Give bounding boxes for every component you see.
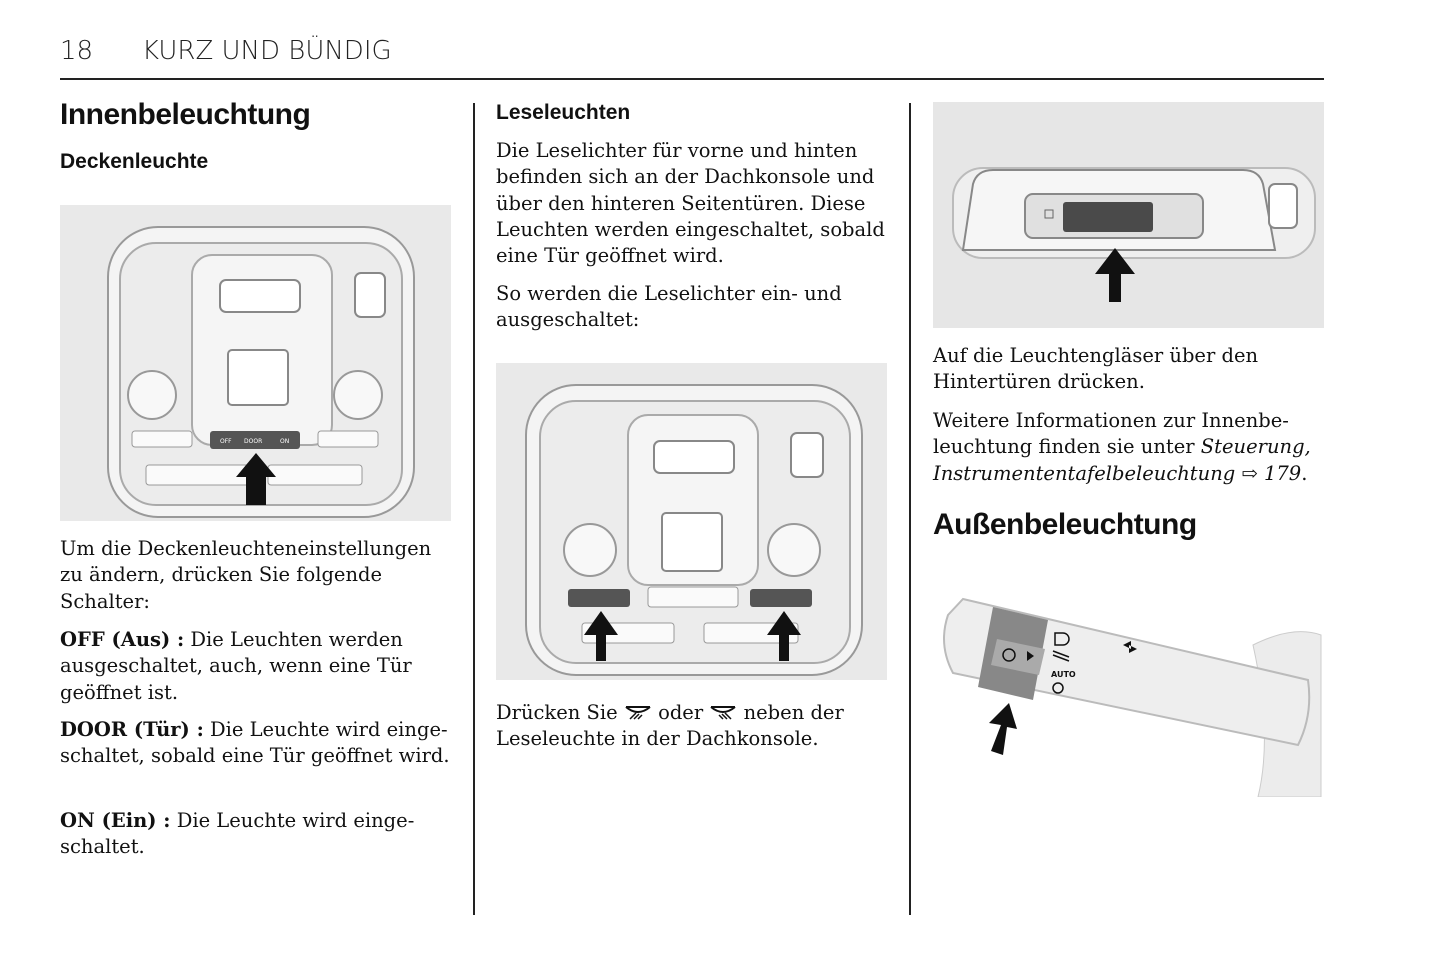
term: OFF (Aus) : <box>60 628 185 651</box>
arrow-icon <box>1095 248 1135 302</box>
reading-light-illustration <box>496 363 887 680</box>
desc: Die Leuchte wird einge­schaltet, sobald … <box>60 718 450 768</box>
heading-innenbeleuchtung: Innenbeleuchtung <box>60 98 311 131</box>
power-icon <box>1052 682 1064 694</box>
text: oder <box>651 701 710 724</box>
headlight-icon <box>1054 632 1070 646</box>
para-ein-aus: So werden die Leselichter ein- und ausge… <box>496 282 842 332</box>
para-leseleuchten: Die Leselichter für vorne und hinten bef… <box>496 139 885 268</box>
light-sun-icon <box>1002 648 1016 662</box>
text: Weitere Informationen zur Innenbe­leucht… <box>933 409 1289 459</box>
heading-leseleuchten: Leseleuchten <box>496 101 631 124</box>
dome-light-illustration: OFF DOOR ON <box>60 205 451 521</box>
rear-reading-light-icon <box>710 706 737 720</box>
turn-signal-icon <box>1123 641 1137 653</box>
front-reading-light-icon <box>625 706 651 720</box>
term: DOOR (Tür) : <box>60 718 204 741</box>
page-number: 18 <box>60 36 94 66</box>
para-weitere-info: Weitere Informationen zur Innenbe­leucht… <box>933 408 1318 487</box>
column-divider <box>473 103 475 915</box>
label-off: OFF <box>220 438 232 445</box>
rear-reading-light-illustration <box>933 102 1324 328</box>
arrow-icon <box>584 611 618 661</box>
item-on: ON (Ein) : Die Leuchte wird einge­schalt… <box>60 808 420 861</box>
para-leuchtenglaeser: Auf die Leuchtengläser über den Hintertü… <box>933 344 1259 394</box>
text: neben der Leseleuchte in der Dachkonsole… <box>496 701 844 751</box>
desc: Die Leuchten werden ausgeschaltet, auch,… <box>60 628 412 704</box>
text: . <box>1301 461 1308 485</box>
heading-deckenleuchte: Deckenleuchte <box>60 150 209 173</box>
auto-label: AUTO <box>1051 670 1076 679</box>
arrow-icon <box>767 611 801 661</box>
intro-text: Um die Deckenleuchteneinstellungen zu än… <box>60 537 432 613</box>
headlamp-lever-illustration: AUTO <box>933 585 1323 798</box>
item-door: DOOR (Tür) : Die Leuchte wird einge­scha… <box>60 717 450 770</box>
cross-reference-link[interactable]: Steuerung, Instrumententafelbeleuchtung <box>933 435 1311 485</box>
page-reference[interactable]: ⇨ 179 <box>1235 461 1302 485</box>
label-door: DOOR <box>244 438 262 445</box>
item-off: OFF (Aus) : Die Leuchten werden ausgesch… <box>60 627 455 706</box>
header-rule <box>60 78 1324 80</box>
desc: Die Leuchte wird einge­schaltet. <box>60 809 415 859</box>
section-title: KURZ UND BÜNDIG <box>142 36 392 66</box>
text: Drücken Sie <box>496 701 624 724</box>
arrow-icon <box>236 453 276 505</box>
para-druecken: Drücken Sie oder neben der Leseleuchte i… <box>496 700 891 753</box>
column-divider <box>909 103 911 915</box>
parking-light-icon <box>1052 650 1070 662</box>
arrow-icon <box>989 703 1017 755</box>
heading-aussenbeleuchtung: Außenbeleuchtung <box>933 508 1197 541</box>
label-on: ON <box>280 438 289 445</box>
term: ON (Ein) : <box>60 809 171 832</box>
